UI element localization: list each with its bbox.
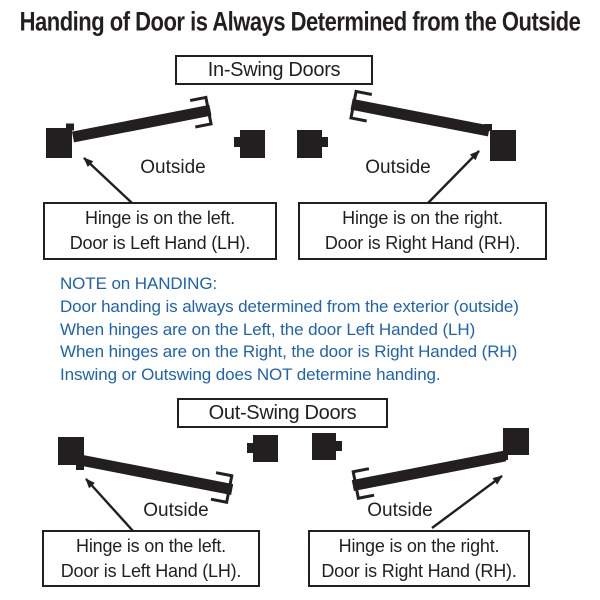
out-swing-diagram: Outside Outside [58,428,529,532]
outside-label: Outside [365,157,430,178]
door-handle-icon [189,95,213,129]
note-line: When hinges are on the Right, the door i… [60,342,518,362]
hinge-pin [484,124,492,131]
hinge-jamb [503,428,529,455]
hinge-arrow [83,157,133,204]
door-panel [350,98,491,137]
hinge-arrow [85,478,134,532]
page-title: Handing of Door is Always Determined fro… [19,6,581,37]
in-swing-right-door-assembly: Outside [297,89,516,204]
out-swing-left-door-assembly: Outside [58,435,278,532]
in-swing-left-caption-box: Hinge is on the left. Door is Left Hand … [43,202,277,260]
door-handle-icon [351,467,375,501]
caption-line: Hinge is on the right. [342,208,503,228]
hinge-pin [76,463,84,470]
out-swing-doors-label: Out-Swing Doors [208,401,357,424]
door-handle-icon [349,89,373,123]
strike-jamb [297,130,322,158]
handing-note: NOTE on HANDING: Door handing is always … [60,273,580,387]
door-panel-group [351,450,507,501]
hinge-pin [66,123,74,131]
hinge-jamb [46,128,72,158]
caption-line: Door is Right Hand (RH). [324,233,521,253]
latch-notch [335,441,342,451]
latch-notch [247,443,254,453]
door-panel-group [78,454,234,505]
caption-line: Door is Right Hand (RH). [321,560,517,581]
in-swing-doors-label-box: In-Swing Doors [175,55,373,85]
door-panel [351,450,507,491]
hinge-arrow [427,150,480,204]
outside-label: Outside [140,157,205,178]
hinge-jamb [490,130,516,161]
note-line: When hinges are on the Left, the door Le… [60,319,476,339]
in-swing-right-caption-box: Hinge is on the right. Door is Right Han… [298,202,547,260]
out-swing-left-caption-box: Hinge is on the left. Door is Left Hand … [42,530,260,587]
note-line: NOTE on HANDING: [60,274,218,293]
hinge-arrow [431,475,503,529]
outside-label: Outside [143,500,208,521]
in-swing-doors-label: In-Swing Doors [207,58,341,81]
door-panel-group [71,95,213,143]
latch-notch [234,137,241,147]
strike-jamb [253,435,278,462]
door-panel-group [349,89,491,137]
outside-label: Outside [367,500,432,521]
hinge-jamb [58,437,84,465]
note-line: Door handing is always determined from t… [60,296,519,316]
strike-jamb [312,433,336,460]
hinge-pin [500,453,508,460]
out-swing-right-door-assembly: Outside [312,428,529,529]
out-swing-doors-label-box: Out-Swing Doors [177,398,388,428]
note-line: Inswing or Outswing does NOT determine h… [60,365,441,385]
caption-line: Hinge is on the right. [338,535,500,556]
out-swing-right-caption-box: Hinge is on the right. Door is Right Han… [308,530,530,587]
latch-notch [321,137,328,147]
caption-line: Door is Left Hand (LH). [69,233,251,253]
in-swing-left-door-assembly: Outside [46,95,265,204]
caption-line: Hinge is on the left. [85,208,235,228]
strike-jamb [240,130,265,158]
caption-line: Hinge is on the left. [76,535,226,556]
door-handle-icon [210,471,234,505]
door-panel [71,104,212,143]
door-panel [78,454,234,495]
in-swing-diagram: Outside Outside [46,89,516,204]
caption-line: Door is Left Hand (LH). [60,560,242,581]
